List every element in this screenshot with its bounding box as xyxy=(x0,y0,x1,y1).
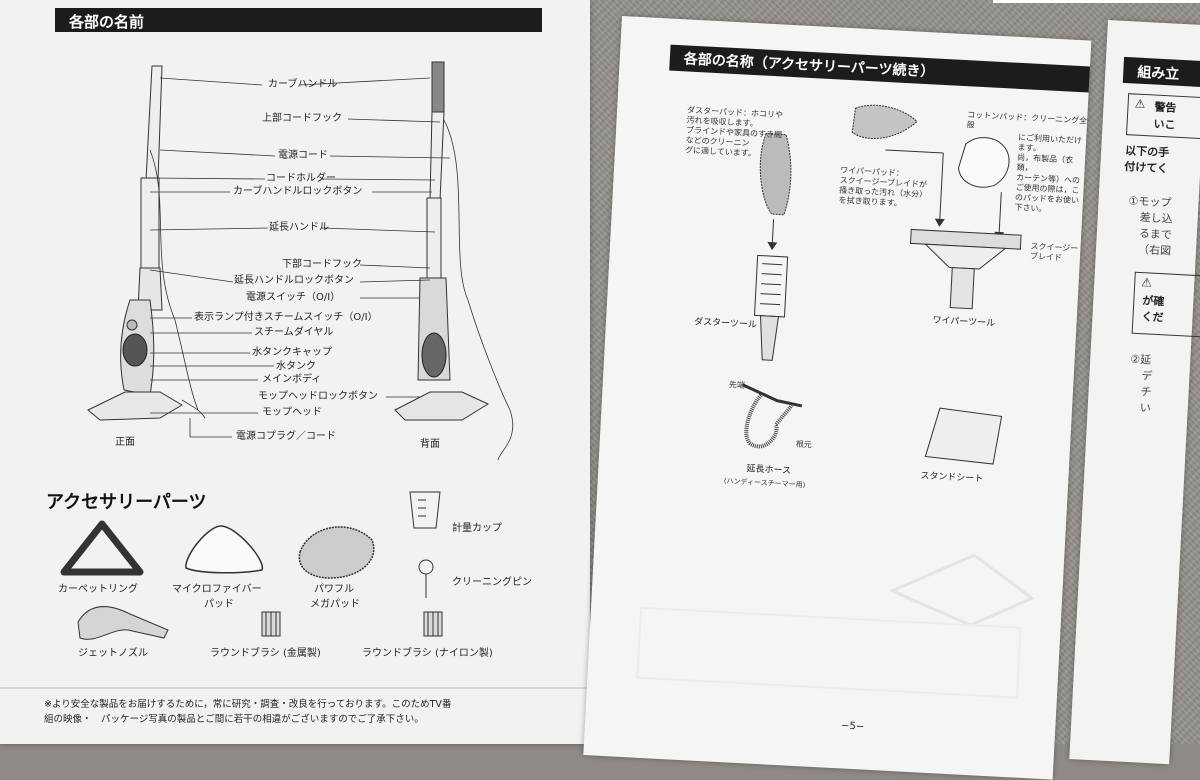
caution-line: が確 xyxy=(1142,294,1165,309)
accessory-label: マイクロファイバー xyxy=(172,584,262,595)
step-line: い xyxy=(1139,401,1152,415)
step-line: ①モップ xyxy=(1128,194,1172,210)
part-label: 表示ランプ付きスチームスイッチ（O/I） xyxy=(194,312,378,323)
hose-tip-label: 先端 xyxy=(728,380,746,390)
instruction-line: 付けてく xyxy=(1124,160,1169,176)
warning-text: いこ xyxy=(1153,117,1176,132)
extension-hose-label: 延長ホース xyxy=(746,464,792,477)
accessory-label: ラウンドブラシ (ナイロン製) xyxy=(362,648,493,659)
footnote-line: ※より安全な製品をお届けするために，常に研究・調査・改良を行っております。このた… xyxy=(44,699,452,710)
step-line: デ xyxy=(1141,369,1153,383)
caution-line: くだ xyxy=(1141,310,1164,325)
accessory-label: カーペットリング xyxy=(58,584,138,595)
section-title-bar: 組み立 xyxy=(1122,56,1200,88)
instruction-line: 以下の手 xyxy=(1124,144,1170,160)
accessory-illustrations xyxy=(636,104,1036,699)
part-label: メインボディ xyxy=(262,374,322,385)
part-label: 水タンクキャップ xyxy=(252,347,332,358)
part-label: モップヘッドロックボタン xyxy=(258,391,378,402)
part-label: 電源コード xyxy=(278,150,328,161)
middle-manual-page: 各部の名称（アクセサリーパーツ続き） ダスターパッド：ホコリや 汚 xyxy=(583,16,1092,780)
cotton-pad-desc: コットンパッド：クリーニング全般 にご利用いただけ ます。 尚，布製品（衣類， … xyxy=(962,110,1088,216)
footnote-line: 組の映像・ パッケージ写真の製品とご間に若干の相違がございますのでご了承下さい。 xyxy=(44,714,424,725)
step-line: チ xyxy=(1140,385,1152,399)
part-label: カーブハンドルロックボタン xyxy=(233,186,363,197)
step-1: ①モップ 差し込 るまで （右図 xyxy=(1126,193,1174,259)
caution-box: ⚠ が確 くだ xyxy=(1131,271,1200,338)
accessory-illustrations xyxy=(0,491,590,689)
part-label: コードホルダー xyxy=(266,173,336,184)
squeegee-blade-label: スクイージーブレイド xyxy=(1029,241,1079,263)
front-view-illustration xyxy=(87,61,514,461)
warning-triangle-icon: ⚠ xyxy=(1140,275,1153,290)
hose-base-label: 根元 xyxy=(795,439,813,450)
part-label: 電源コプラグ／コード xyxy=(236,431,336,442)
accessory-label: ジェットノズル xyxy=(78,648,148,659)
accessory-label: 計量カップ xyxy=(452,523,502,534)
part-label: 延長ハンドルロックボタン xyxy=(234,275,354,286)
warning-triangle-icon: ⚠ xyxy=(1134,96,1146,112)
section-title: 各部の名前 xyxy=(69,13,145,31)
front-view-caption: 正面 xyxy=(115,437,135,448)
page-number: −5− xyxy=(840,720,865,733)
accessory-label: ラウンドブラシ (金属製) xyxy=(210,648,321,659)
section-title: 組み立 xyxy=(1136,64,1180,83)
warning-text: 警告 xyxy=(1154,100,1177,115)
step-2: ②延 デ チ い xyxy=(1127,352,1153,417)
back-view-caption: 背面 xyxy=(420,439,440,450)
accessory-label: パッド xyxy=(204,599,234,610)
part-label: スチームダイヤル xyxy=(254,327,334,338)
left-manual-page: 各部の名前 xyxy=(0,0,590,744)
accessory-label: クリーニングピン xyxy=(452,577,532,588)
part-label: 延長ハンドル xyxy=(269,222,329,233)
warning-box: ⚠ 警告 いこ xyxy=(1126,93,1200,140)
part-label: 電源スイッチ（O/I） xyxy=(246,292,341,303)
accessory-label: パワフル xyxy=(314,584,354,595)
duster-pad-desc: ダスターパッド：ホコリや 汚れを吸収します。 ブラインドや家具のすき間 などのク… xyxy=(685,106,783,161)
part-label: 下部コードフック xyxy=(282,259,362,270)
part-label: 上部コードフック xyxy=(262,113,342,124)
accessory-label: メガパッド xyxy=(310,599,360,610)
section-title-bar: 各部の名前 xyxy=(55,8,542,32)
caution-text: が確 くだ xyxy=(1141,293,1165,326)
step-line: （右図 xyxy=(1137,242,1172,258)
part-label: モップヘッド xyxy=(262,407,322,418)
part-label: カーブハンドル xyxy=(268,79,338,90)
step-line: ②延 xyxy=(1129,352,1152,367)
wiper-pad-desc: ワイパーパッド： スクイージーブレイドが 掻き取った汚れ（水分） を拭き取ります… xyxy=(838,166,928,211)
photo-edge xyxy=(993,0,1200,3)
accessories-heading: アクセサリーパーツ xyxy=(46,492,207,513)
part-label: 水タンク xyxy=(276,361,316,372)
